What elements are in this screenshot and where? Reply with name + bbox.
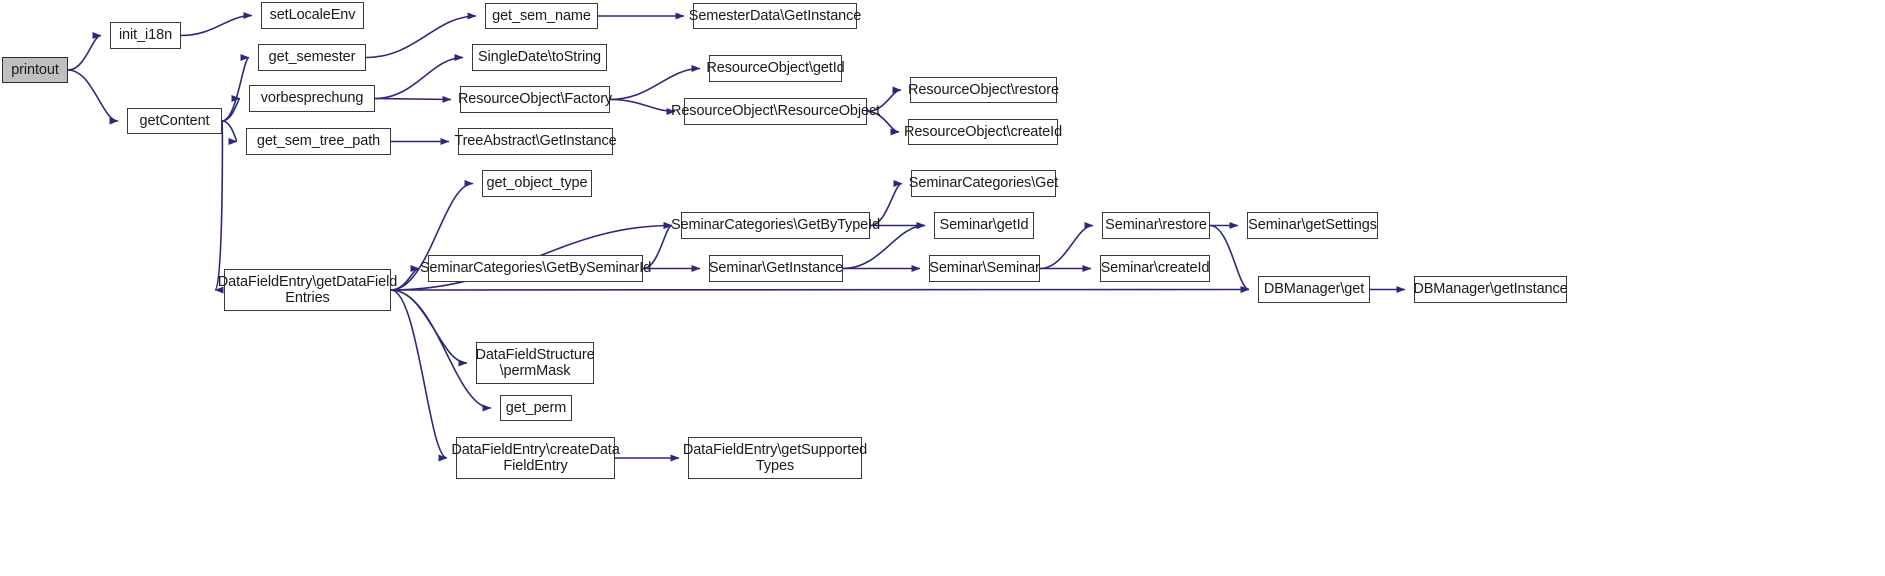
graph-node-printout[interactable]: printout	[2, 57, 68, 83]
graph-node-DataFieldStructure_permMask[interactable]: DataFieldStructure \permMask	[475, 342, 595, 384]
graph-node-get_sem_tree_path[interactable]: get_sem_tree_path	[246, 128, 391, 155]
graph-edge-Seminar_Seminar-to-Seminar_restore	[1039, 222, 1094, 270]
graph-edge-DataFieldEntry_getDataFieldEntries-to-DBManager_get	[390, 286, 1250, 294]
graph-edge-vorbesprechung-to-ResourceObject_Factory	[374, 95, 452, 103]
graph-node-SingleDate_toString[interactable]: SingleDate\toString	[472, 44, 607, 71]
graph-node-ResourceObject_Factory[interactable]: ResourceObject\Factory	[458, 86, 612, 113]
graph-node-Seminar_getId[interactable]: Seminar\getId	[934, 212, 1034, 239]
graph-node-SeminarCategories_Get[interactable]: SeminarCategories\Get	[909, 170, 1058, 197]
graph-node-DBManager_get[interactable]: DBManager\get	[1258, 276, 1370, 303]
graph-node-Seminar_createId[interactable]: Seminar\createId	[1100, 255, 1210, 282]
graph-node-setLocaleEnv[interactable]: setLocaleEnv	[261, 2, 364, 29]
graph-edge-Seminar_restore-to-DBManager_get	[1209, 224, 1250, 293]
graph-node-DataFieldEntry_getDataFieldEntries[interactable]: DataFieldEntry\getDataField Entries	[218, 269, 397, 311]
graph-node-SemesterData_GetInstance[interactable]: SemesterData\GetInstance	[689, 3, 861, 29]
graph-node-SeminarCategories_GetBySeminarId[interactable]: SeminarCategories\GetBySeminarId	[420, 255, 651, 282]
graph-node-DataFieldEntry_createDataFieldEntry[interactable]: DataFieldEntry\createData FieldEntry	[451, 437, 620, 479]
graph-node-getContent[interactable]: getContent	[127, 108, 222, 134]
graph-node-get_semester[interactable]: get_semester	[258, 44, 366, 71]
graph-edge-getContent-to-vorbesprechung	[221, 95, 241, 122]
graph-edge-printout-to-init_i18n	[67, 32, 102, 71]
graph-edge-DataFieldEntry_getDataFieldEntries-to-DataFieldEntry_createDataFieldEntry	[390, 289, 448, 462]
graph-edge-init_i18n-to-setLocaleEnv	[180, 12, 253, 37]
graph-node-Seminar_restore[interactable]: Seminar\restore	[1102, 212, 1210, 239]
graph-node-DBManager_getInstance[interactable]: DBManager\getInstance	[1413, 276, 1568, 303]
graph-node-Seminar_getSettings[interactable]: Seminar\getSettings	[1247, 212, 1378, 239]
graph-node-ResourceObject_getId[interactable]: ResourceObject\getId	[706, 55, 845, 82]
graph-node-TreeAbstract_GetInstance[interactable]: TreeAbstract\GetInstance	[454, 128, 617, 155]
graph-node-Seminar_Seminar[interactable]: Seminar\Seminar	[929, 255, 1040, 282]
graph-edge-getContent-to-get_semester	[221, 54, 250, 122]
graph-node-get_sem_name[interactable]: get_sem_name	[485, 3, 598, 29]
graph-edge-ResourceObject_Factory-to-ResourceObject_getId	[609, 65, 701, 101]
graph-node-Seminar_GetInstance[interactable]: Seminar\GetInstance	[709, 255, 843, 282]
graph-edge-getContent-to-get_sem_tree_path	[221, 120, 238, 145]
graph-node-get_perm[interactable]: get_perm	[500, 395, 572, 421]
graph-edge-get_semester-to-get_sem_name	[365, 12, 477, 59]
graph-node-init_i18n[interactable]: init_i18n	[110, 22, 181, 49]
graph-node-vorbesprechung[interactable]: vorbesprechung	[249, 85, 375, 112]
graph-node-get_object_type[interactable]: get_object_type	[482, 170, 592, 197]
graph-edge-printout-to-getContent	[67, 69, 119, 125]
graph-node-ResourceObject_ResourceObject[interactable]: ResourceObject\ResourceObject	[671, 98, 880, 125]
graph-edge-getContent-to-DataFieldEntry_getDataFieldEntries	[214, 120, 224, 294]
graph-edge-DataFieldEntry_getDataFieldEntries-to-DataFieldStructure_permMask	[390, 289, 468, 367]
graph-node-ResourceObject_restore[interactable]: ResourceObject\restore	[908, 77, 1059, 103]
graph-node-SeminarCategories_GetByTypeId[interactable]: SeminarCategories\GetByTypeId	[671, 212, 880, 239]
graph-edge-vorbesprechung-to-SingleDate_toString	[374, 54, 464, 100]
graph-edge-ResourceObject_Factory-to-ResourceObject_ResourceObject	[609, 98, 676, 115]
graph-node-DataFieldEntry_getSupportedTypes[interactable]: DataFieldEntry\getSupported Types	[683, 437, 867, 479]
graph-node-ResourceObject_createId[interactable]: ResourceObject\createId	[904, 119, 1062, 145]
